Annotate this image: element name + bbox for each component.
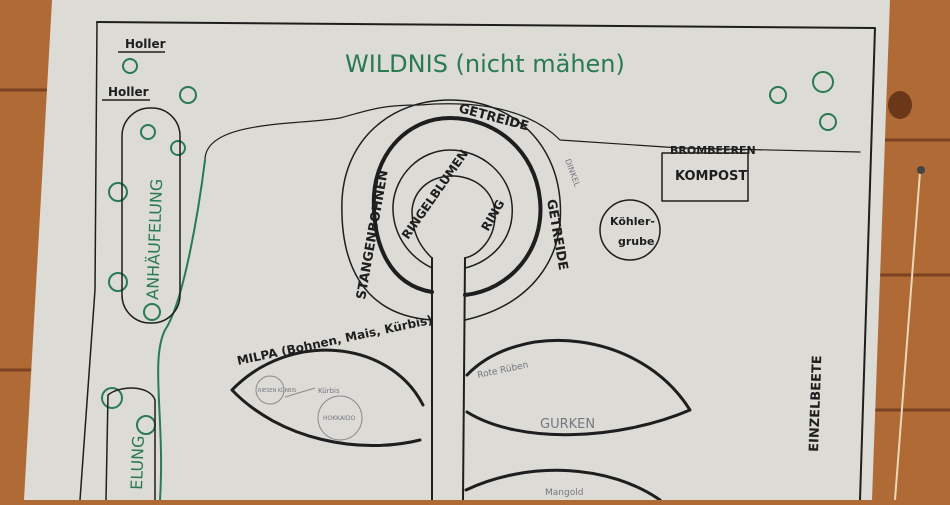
gurken-label: GURKEN [540, 417, 595, 432]
plan-border [96, 21, 876, 501]
mangold-label: Mangold [545, 488, 583, 498]
anhaeufelung-label-2: ELUNG [127, 435, 148, 490]
brombeeren-label: BROMBEEREN [670, 144, 756, 157]
wildnis-label: WILDNIS (nicht mähen) [345, 50, 625, 78]
anhaeufelung-bed [121, 107, 181, 324]
paper-sheet [24, 0, 890, 500]
path-line [157, 159, 206, 501]
anhaeufelung-bed-2 [105, 387, 156, 501]
wildnis-boundary [204, 103, 861, 161]
koehlergrube-label-2: grube [618, 235, 654, 248]
holler-label-2: Holler [108, 85, 149, 99]
center-path [431, 257, 466, 501]
milpa-bed [230, 348, 425, 448]
shrub-icons [101, 58, 837, 435]
koehlergrube-label-1: Köhler- [610, 215, 655, 228]
koehlergrube-circle [599, 199, 661, 261]
holler-label-1: Holler [125, 37, 166, 51]
riesenkuerbis-label: RIESEN KÜRBIS [258, 387, 296, 394]
anhaeufelung-label: ANHÄUFELUNG [143, 178, 166, 300]
kuerbis-label: Kürbis [318, 387, 340, 395]
string [894, 171, 921, 501]
einzelbeete-label: EINZELBEETE [807, 355, 825, 452]
keyhole-bed [341, 99, 562, 501]
mangold-bed [464, 468, 662, 502]
pin [917, 166, 925, 174]
hokkaido-label: HOKKAIDO [323, 415, 355, 422]
plan-border-left [79, 21, 98, 501]
gurken-bed [465, 339, 692, 437]
kompost-box [661, 152, 749, 202]
kompost-label: KOMPOST [675, 169, 747, 184]
hokkaido-circle [317, 395, 363, 441]
